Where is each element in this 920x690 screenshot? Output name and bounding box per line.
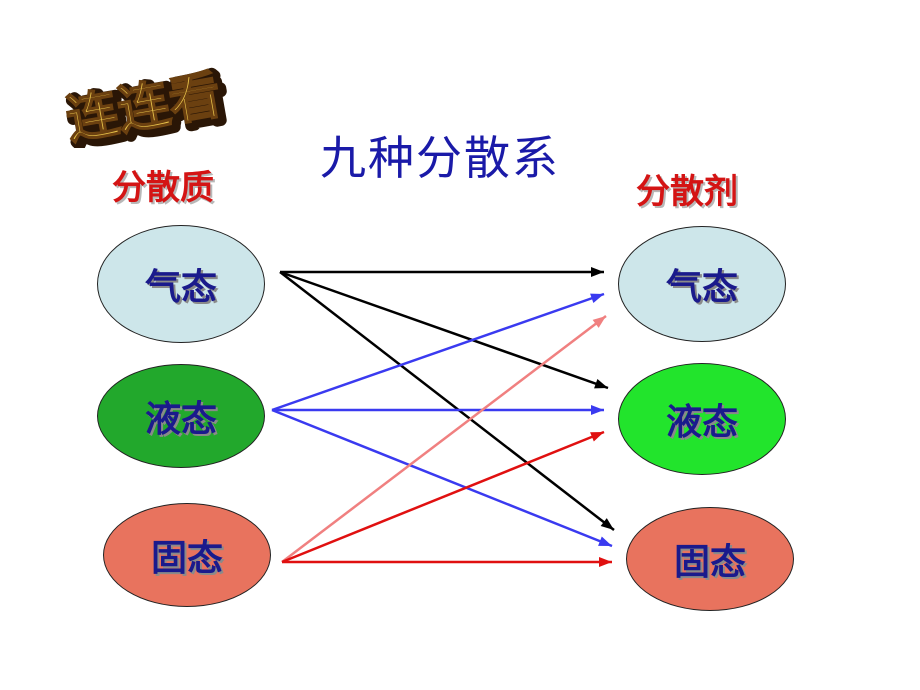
arrowhead-8 <box>590 432 604 442</box>
connection-line-3 <box>279 271 615 531</box>
connection-line-4 <box>271 292 605 412</box>
right-state-solid: 固态 <box>626 507 794 611</box>
lianliankan-badge: 连连看 连连看 <box>61 63 235 148</box>
arrowhead-5 <box>591 405 604 415</box>
arrowhead-3 <box>600 518 614 530</box>
connection-line-6 <box>271 408 613 548</box>
right-state-liquid: 液态 <box>618 363 786 475</box>
dispersed-phase-label: 分散质 <box>112 168 214 208</box>
left-state-solid: 固态 <box>103 503 271 607</box>
connection-line-8 <box>281 430 605 564</box>
connection-line-2 <box>279 270 609 390</box>
arrowhead-6 <box>598 536 612 546</box>
arrowhead-4 <box>590 293 604 304</box>
connection-line-7 <box>281 315 607 563</box>
dispersion-medium-label: 分散剂 <box>636 172 738 212</box>
left-state-gas: 气态 <box>97 225 265 343</box>
arrowhead-2 <box>594 378 608 389</box>
right-state-gas: 气态 <box>618 226 786 342</box>
arrowhead-1 <box>591 267 604 277</box>
arrowhead-9 <box>599 557 612 567</box>
diagram-title: 九种分散系 <box>320 131 560 185</box>
left-state-liquid: 液态 <box>97 364 265 468</box>
arrowhead-7 <box>592 316 606 328</box>
